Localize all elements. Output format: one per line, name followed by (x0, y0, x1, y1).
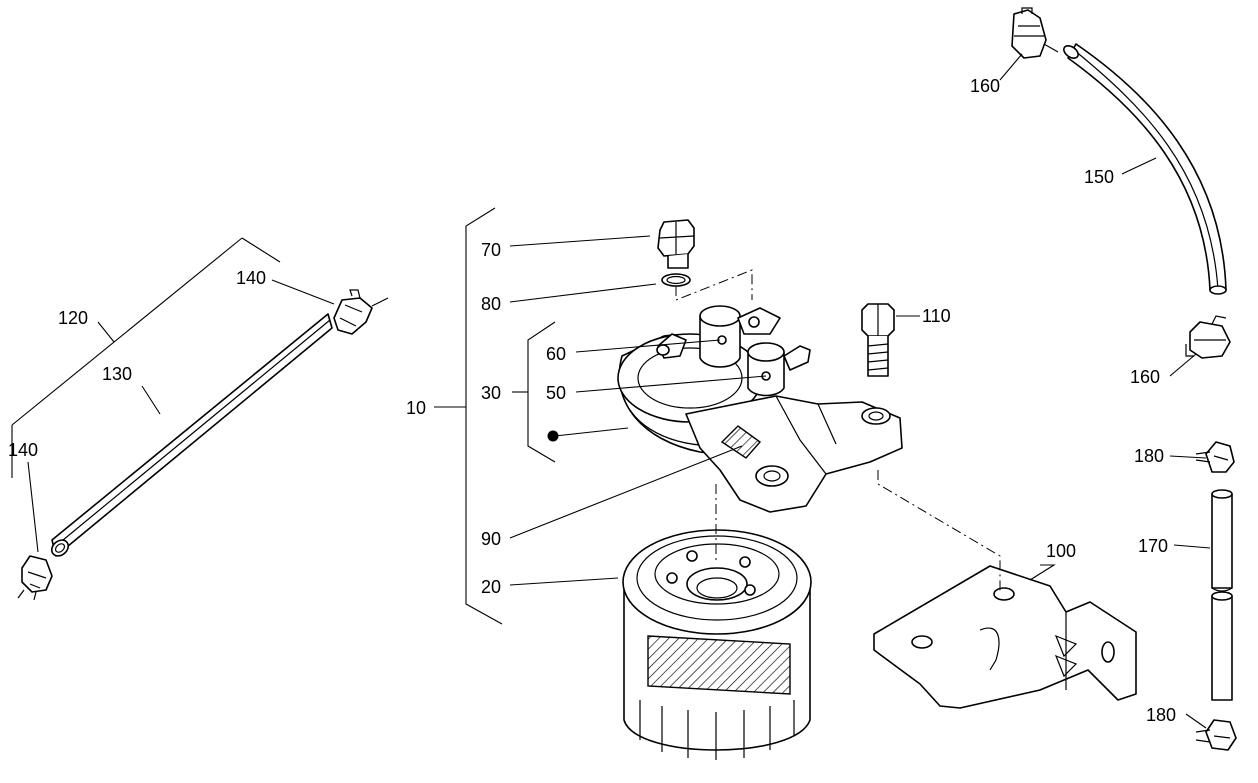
bracket-line-120 (11, 237, 281, 478)
filter-cartridge-20 (622, 529, 812, 760)
center-lines (675, 269, 1001, 594)
hose-clamp-140-right (333, 289, 389, 335)
vent-port (737, 307, 781, 335)
callout-180-top: 180 (1134, 446, 1164, 466)
mounting-bracket-100 (873, 565, 1137, 709)
callout-150: 150 (1084, 167, 1114, 187)
callout-140-bottom: 140 (8, 440, 38, 460)
fuel-hose-130 (50, 313, 333, 557)
callout-80: 80 (481, 294, 501, 314)
callout-50: 50 (546, 383, 566, 403)
callout-10: 10 (406, 398, 426, 418)
drain-plug-70 (657, 219, 695, 269)
callout-160-bottom: 160 (1130, 367, 1160, 387)
leader-lines (27, 53, 1211, 729)
hose-clamp-160-bottom (1185, 315, 1231, 359)
port-boss-50 (747, 342, 811, 397)
port-boss-60 (699, 305, 741, 368)
hose-clamp-160-top (1011, 7, 1059, 59)
callout-70: 70 (481, 240, 501, 260)
fuel-hose-170 (1211, 489, 1233, 701)
side-nipple (656, 333, 687, 359)
callout-90: 90 (481, 529, 501, 549)
bolt-110 (861, 303, 895, 377)
callouts: 70 80 60 30 50 10 110 90 20 100 120 130 … (8, 76, 1176, 725)
o-ring-80 (661, 273, 691, 287)
callout-130: 130 (102, 364, 132, 384)
assembly-brackets (465, 207, 556, 625)
callout-110: 110 (922, 306, 951, 326)
fuel-hose-150 (1063, 43, 1227, 295)
hose-clamp-180-bottom (1195, 719, 1237, 751)
callout-30: 30 (481, 383, 501, 403)
callout-160-top: 160 (970, 76, 1000, 96)
callout-60: 60 (546, 344, 566, 364)
callout-20: 20 (481, 577, 501, 597)
hose-clamp-180-top (1195, 441, 1235, 473)
callout-170: 170 (1138, 536, 1168, 556)
hose-clamp-140-left (17, 555, 53, 601)
callout-120: 120 (58, 308, 88, 328)
label-plate-90 (720, 425, 762, 459)
callout-180-bottom: 180 (1146, 705, 1176, 725)
callout-140-top: 140 (236, 268, 266, 288)
callout-100: 100 (1046, 541, 1076, 561)
mounting-arm (685, 395, 903, 513)
